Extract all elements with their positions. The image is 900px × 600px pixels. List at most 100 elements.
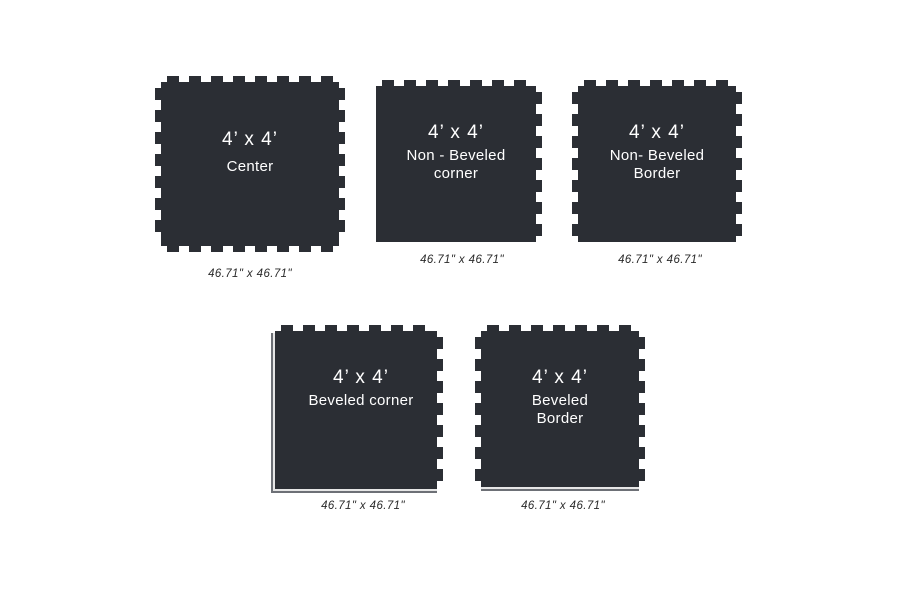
tab-top xyxy=(553,325,565,332)
tab-top xyxy=(321,76,333,83)
tab-left xyxy=(475,381,482,393)
tab-right xyxy=(436,359,443,371)
bevel-edge-bottom xyxy=(271,491,437,493)
tab-top xyxy=(619,325,631,332)
tab-right xyxy=(735,136,742,148)
tile-name-line: Beveled xyxy=(531,392,589,409)
tab-top xyxy=(255,76,267,83)
tab-top xyxy=(404,80,416,87)
tab-bottom xyxy=(255,245,267,252)
tab-top xyxy=(650,80,662,87)
tab-bottom xyxy=(233,245,245,252)
tab-top xyxy=(531,325,543,332)
tab-top xyxy=(448,80,460,87)
tile-name-line: Border xyxy=(536,410,584,427)
tab-bottom xyxy=(189,245,201,252)
tile-non-beveled-border-dimensions: 46.71" x 46.71" xyxy=(618,254,702,266)
tile-beveled-corner: 4’ x 4’ Beveled corner xyxy=(271,325,443,493)
tile-size-label: 4’ x 4’ xyxy=(428,122,484,143)
tile-beveled-corner-shape xyxy=(271,325,443,493)
tab-right xyxy=(535,180,542,192)
tile-non-beveled-border: 4’ x 4’ Non- Beveled Border xyxy=(572,80,742,242)
tile-name-line: Border xyxy=(633,165,681,182)
tab-right xyxy=(638,359,645,371)
tab-top xyxy=(514,80,526,87)
tab-right xyxy=(638,381,645,393)
tab-right xyxy=(436,337,443,349)
tab-left xyxy=(475,447,482,459)
tab-top xyxy=(487,325,499,332)
tab-top xyxy=(233,76,245,83)
tile-body xyxy=(376,86,536,242)
tab-left xyxy=(155,176,162,188)
tab-top xyxy=(470,80,482,87)
tab-right xyxy=(436,381,443,393)
tab-right xyxy=(735,114,742,126)
bevel-edge-bottom xyxy=(481,489,639,491)
tab-top xyxy=(492,80,504,87)
tab-top xyxy=(347,325,359,332)
tab-top xyxy=(628,80,640,87)
tab-top xyxy=(277,76,289,83)
tab-top xyxy=(597,325,609,332)
tab-top xyxy=(391,325,403,332)
tab-right xyxy=(535,202,542,214)
tab-top xyxy=(413,325,425,332)
tab-bottom xyxy=(211,245,223,252)
tab-right xyxy=(338,154,345,166)
tab-top xyxy=(672,80,684,87)
tile-body xyxy=(578,86,736,242)
tab-right xyxy=(638,337,645,349)
tile-non-beveled-corner-label: 4’ x 4’ Non - Beveled corner xyxy=(376,122,536,183)
tab-left xyxy=(572,136,579,148)
tab-bottom xyxy=(167,245,179,252)
tile-body xyxy=(481,331,639,487)
tab-left xyxy=(155,132,162,144)
tab-right xyxy=(436,403,443,415)
tab-top xyxy=(167,76,179,83)
tab-right xyxy=(535,224,542,236)
tile-non-beveled-corner-dimensions: 46.71" x 46.71" xyxy=(420,254,504,266)
tab-right xyxy=(735,92,742,104)
tab-right xyxy=(338,110,345,122)
tab-left xyxy=(155,154,162,166)
tab-left xyxy=(475,359,482,371)
tile-non-beveled-corner: 4’ x 4’ Non - Beveled corner xyxy=(376,80,542,242)
tab-left xyxy=(475,403,482,415)
tab-right xyxy=(535,136,542,148)
bevel-edge-left-highlight xyxy=(273,333,275,491)
tile-non-beveled-border-shape xyxy=(572,80,742,242)
tab-top xyxy=(303,325,315,332)
tile-center-dimensions: 46.71" x 46.71" xyxy=(208,268,292,280)
tab-top xyxy=(325,325,337,332)
tile-beveled-border-label: 4’ x 4’ Beveled Border xyxy=(475,367,645,428)
tab-right xyxy=(535,158,542,170)
tile-non-beveled-corner-shape xyxy=(376,80,542,242)
tab-top xyxy=(509,325,521,332)
tile-center-label: 4’ x 4’ Center xyxy=(155,129,345,176)
tab-right xyxy=(535,114,542,126)
tab-right xyxy=(735,224,742,236)
tab-left xyxy=(155,110,162,122)
tab-top xyxy=(584,80,596,87)
tile-beveled-corner-label: 4’ x 4’ Beveled corner xyxy=(283,367,439,410)
tab-top xyxy=(606,80,618,87)
tab-right xyxy=(436,469,443,481)
tile-size-label: 4’ x 4’ xyxy=(333,367,389,388)
tab-left xyxy=(475,425,482,437)
tile-name-line: Center xyxy=(226,158,274,175)
tile-name-line: Non - Beveled xyxy=(406,147,506,164)
tab-right xyxy=(735,202,742,214)
bevel-edge-bottom-highlight xyxy=(481,487,639,489)
tab-left xyxy=(475,469,482,481)
tab-bottom xyxy=(321,245,333,252)
tab-bottom xyxy=(299,245,311,252)
tile-non-beveled-border-label: 4’ x 4’ Non- Beveled Border xyxy=(572,122,742,183)
tab-top xyxy=(299,76,311,83)
bevel-edge-left xyxy=(271,333,273,493)
tab-right xyxy=(338,132,345,144)
tab-top xyxy=(211,76,223,83)
tile-size-label: 4’ x 4’ xyxy=(629,122,685,143)
tab-top xyxy=(369,325,381,332)
tab-right xyxy=(436,447,443,459)
